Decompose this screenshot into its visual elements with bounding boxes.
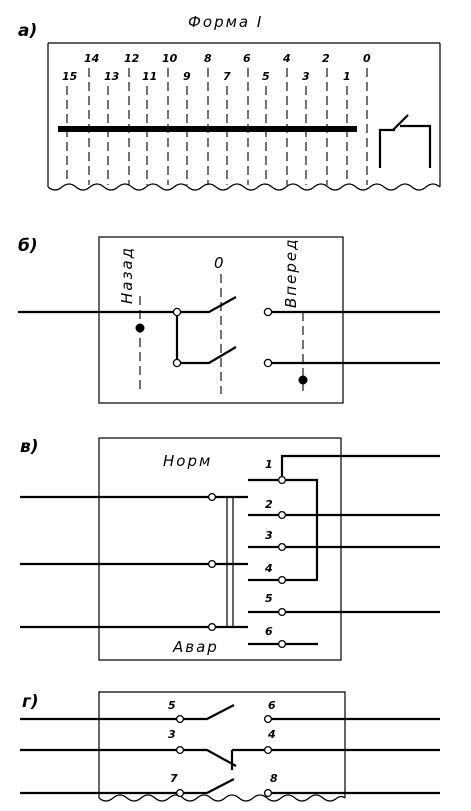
panel-a-title: Форма I	[188, 13, 263, 31]
contact-number-0: 0	[363, 52, 371, 65]
contact-number-15: 15	[62, 70, 78, 83]
panel-g-label: г)	[22, 692, 39, 712]
contact-label-4: 4	[264, 562, 273, 575]
contact-number-1: 1	[343, 70, 351, 83]
panel-a-label: а)	[18, 21, 37, 41]
panel-v-input-node-3	[207, 622, 217, 632]
panel-b-upper-out-node	[263, 307, 273, 317]
panel-g-row3-blade	[184, 778, 235, 795]
emergency-position-label: Авар	[172, 638, 219, 656]
panel-b-lower-blade	[180, 346, 237, 365]
contact-node-2	[277, 510, 287, 520]
panel-b-lower-out-node	[263, 358, 273, 368]
contact-number-14: 14	[84, 52, 99, 65]
panel-b: б) Назад 0 Вперед	[18, 236, 440, 404]
panel-g-node-3	[175, 745, 185, 755]
panel-v-input-node-2	[207, 559, 217, 569]
panel-a: а) Форма I 14 12 10 8 6 4 2 0 15 13 11 9…	[18, 13, 441, 191]
contact-node-4	[277, 575, 287, 585]
panel-g-node-6	[263, 714, 273, 724]
panel-g-contact-5: 5	[168, 699, 176, 712]
panel-a-top-numbers: 14 12 10 8 6 4 2 0	[84, 52, 371, 65]
panel-b-branch-node	[172, 358, 182, 368]
contact-node-5	[277, 607, 287, 617]
panel-v-label: в)	[20, 437, 39, 457]
panel-g-contact-7: 7	[170, 772, 178, 785]
contact-label-3: 3	[265, 529, 273, 542]
contact-label-5: 5	[265, 592, 273, 605]
contact-label-6: 6	[265, 625, 273, 638]
panel-b-input-node	[172, 307, 182, 317]
normal-position-label: Норм	[163, 452, 212, 470]
contact-number-11: 11	[142, 70, 157, 83]
panel-b-upper-blade	[180, 296, 237, 314]
contact-number-13: 13	[104, 70, 120, 83]
contact-node-3	[277, 542, 287, 552]
contact-1-4-jumper	[286, 478, 319, 582]
panel-g-row1-blade	[184, 704, 235, 721]
panel-g-contact-8: 8	[270, 772, 278, 785]
reverse-position-label: Назад	[118, 246, 136, 304]
panel-g-frame	[98, 691, 346, 798]
switch-symbol-icon	[378, 114, 432, 168]
contact-label-1: 1	[265, 458, 273, 471]
panel-g-wavy-bottom-edge	[98, 794, 346, 802]
panel-b-frame	[98, 236, 344, 404]
contact-number-7: 7	[223, 70, 231, 83]
contact-1-output-wire	[280, 454, 440, 476]
contact-number-9: 9	[183, 70, 191, 83]
panel-g-node-5	[175, 714, 185, 724]
reverse-contact-closed-dot	[135, 323, 145, 333]
panel-g-contact-4: 4	[267, 728, 276, 741]
panel-v: в) Норм Авар 1 2 3 4 5 6	[20, 437, 440, 661]
panel-g-node-4	[263, 745, 273, 755]
panel-a-bottom-numbers: 15 13 11 9 7 5 3 1	[62, 70, 351, 83]
zero-position-label: 0	[214, 254, 226, 272]
contact-number-3: 3	[302, 70, 310, 83]
contact-number-8: 8	[204, 52, 212, 65]
contact-number-12: 12	[124, 52, 140, 65]
contact-number-10: 10	[162, 52, 178, 65]
contact-number-4: 4	[282, 52, 291, 65]
panel-g-node-7	[175, 788, 185, 798]
forward-contact-closed-dot	[298, 375, 308, 385]
panel-g: г) 5 6 3 4 7 8	[20, 691, 440, 802]
panel-g-contact-6: 6	[268, 699, 276, 712]
forward-position-label: Вперед	[282, 238, 300, 308]
contact-number-2: 2	[322, 52, 330, 65]
panel-v-frame	[98, 437, 342, 661]
panel-g-node-8	[263, 788, 273, 798]
panel-a-wavy-bottom-edge	[47, 183, 441, 191]
contact-number-6: 6	[243, 52, 251, 65]
contact-number-5: 5	[262, 70, 270, 83]
panel-g-row2-blade	[184, 748, 237, 767]
panel-g-contact-3: 3	[168, 728, 176, 741]
contact-node-6	[277, 639, 287, 649]
contact-node-1	[277, 475, 287, 485]
panel-v-input-node-1	[207, 492, 217, 502]
contact-label-2: 2	[265, 498, 273, 511]
panel-b-label: б)	[18, 236, 38, 256]
